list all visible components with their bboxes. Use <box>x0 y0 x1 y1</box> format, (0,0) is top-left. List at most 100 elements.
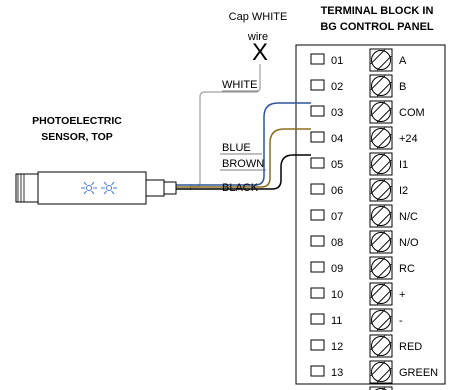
screw-icon <box>371 76 391 96</box>
terminal-function-label: RED <box>399 341 422 353</box>
screw-icon <box>371 336 391 356</box>
terminal-row: 02 B <box>310 74 406 98</box>
screw-slot-line <box>376 81 392 97</box>
terminal-connection-point <box>310 53 325 65</box>
screw-icon <box>371 362 391 382</box>
screw-slot-line <box>370 309 386 325</box>
terminal-function-label: B <box>399 81 406 93</box>
terminal-connection-point <box>310 131 325 143</box>
terminal-number: 13 <box>331 367 343 379</box>
terminal-number: 10 <box>331 289 343 301</box>
screw-icon <box>371 154 391 174</box>
terminal-connection-point <box>310 209 325 221</box>
terminal-number: 02 <box>331 81 343 93</box>
light-emitter-icon <box>81 181 117 195</box>
cap-label-line-2: wire <box>247 31 268 43</box>
wire-label-blue: BLUE <box>222 142 251 154</box>
screw-icon <box>371 102 391 122</box>
terminal-connection-point <box>310 365 325 377</box>
screw-slot-line <box>376 185 392 201</box>
terminal-row: 12 RED <box>310 334 422 358</box>
terminal-connection-point <box>310 287 325 299</box>
wire-label-black: BLACK <box>222 182 259 194</box>
screw-slot-line <box>376 237 392 253</box>
brown-wire <box>190 128 311 188</box>
screw-slot-line <box>376 107 392 123</box>
sensor-title: PHOTOELECTRIC SENSOR, TOP <box>32 115 122 143</box>
screw-icon <box>371 206 391 226</box>
screw-slot-line <box>370 205 386 221</box>
terminal-connection-point <box>310 261 325 273</box>
terminal-number: 03 <box>331 107 343 119</box>
terminal-function-label: GREEN <box>399 367 438 379</box>
terminal-block-title-line-1: TERMINAL BLOCK IN <box>321 5 434 17</box>
screw-icon <box>371 50 391 70</box>
terminal-row: 04+24 <box>310 126 418 150</box>
terminal-row: 10+ <box>310 282 405 306</box>
terminal-number: 01 <box>331 55 343 67</box>
screw-slot-line <box>376 159 392 175</box>
terminal-block-title-line-2: BG CONTROL PANEL <box>320 21 434 33</box>
photoelectric-sensor <box>15 171 177 205</box>
screw-slot-line <box>376 55 392 71</box>
terminal-connection-point <box>310 183 325 195</box>
screw-slot-line <box>370 127 386 143</box>
screw-slot-line <box>370 257 386 273</box>
cap-x-mark: X <box>252 39 268 66</box>
screw-icon <box>371 232 391 252</box>
terminal-number: 08 <box>331 237 343 249</box>
screw-slot-line <box>370 49 386 65</box>
terminal-connection-point <box>310 79 325 91</box>
screw-slot-line <box>370 75 386 91</box>
screw-icon <box>371 310 391 330</box>
screw-slot-line <box>370 231 386 247</box>
screw-icon <box>371 258 391 278</box>
terminal-function-label: I1 <box>399 159 408 171</box>
terminal-row: 03 COM <box>310 100 425 124</box>
screw-slot-line <box>376 289 392 305</box>
screw-icon <box>371 284 391 304</box>
terminal-connection-point <box>310 313 325 325</box>
screw-slot-line <box>370 283 386 299</box>
blue-wire <box>190 102 311 186</box>
terminal-function-label: I2 <box>399 185 408 197</box>
sensor-cable-end <box>163 181 177 195</box>
terminal-number: 06 <box>331 185 343 197</box>
terminal-connection-point <box>310 105 325 117</box>
screw-slot-line <box>376 341 392 357</box>
terminal-row: 01 A <box>310 48 407 72</box>
sensor-collar <box>145 179 165 197</box>
terminal-number: 12 <box>331 341 343 353</box>
cap-label-line-1: Cap WHITE <box>229 11 288 23</box>
wire-label-white: WHITE <box>222 79 257 91</box>
sensor-title-line-2: SENSOR, TOP <box>41 131 113 143</box>
terminal-function-label: A <box>399 55 407 67</box>
cap-annotation: Cap WHITE wire X <box>229 11 288 66</box>
terminal-block-title: TERMINAL BLOCK IN BG CONTROL PANEL <box>320 5 434 33</box>
terminal-row: 06 I2 <box>310 178 408 202</box>
terminal-function-label: N/C <box>399 211 418 223</box>
wire-labels: WHITE BLUE BROWN BLACK <box>220 79 266 194</box>
terminal-number: 09 <box>331 263 343 275</box>
screw-slot-line <box>376 367 392 383</box>
sensor-end-cap <box>15 173 39 203</box>
screw-slot-line <box>370 101 386 117</box>
terminal-function-label: N/O <box>399 237 419 249</box>
terminal-connection-point <box>310 339 325 351</box>
terminal-function-label: COM <box>399 107 425 119</box>
screw-slot-line <box>376 315 392 331</box>
terminal-row: 11- <box>310 308 403 332</box>
screw-slot-line <box>376 211 392 227</box>
screw-slot-line <box>376 263 392 279</box>
screw-icon <box>371 180 391 200</box>
sensor-body <box>37 171 147 205</box>
sensor-title-line-1: PHOTOELECTRIC <box>32 115 122 127</box>
black-wire <box>190 154 311 190</box>
terminal-number: 04 <box>331 133 343 145</box>
